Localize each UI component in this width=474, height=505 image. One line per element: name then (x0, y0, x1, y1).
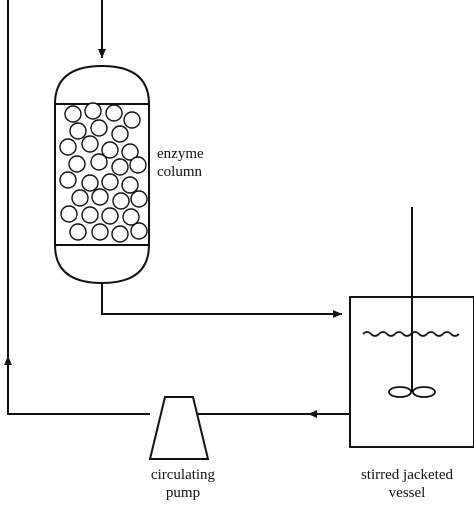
enzyme-column-label-line2: column (157, 164, 202, 180)
enzyme-bead (68, 155, 86, 173)
enzyme-bead (122, 208, 140, 226)
enzyme-bead (130, 190, 148, 208)
enzyme-bead (60, 205, 78, 223)
enzyme-bead (69, 223, 87, 241)
enzyme-bead (111, 225, 129, 243)
impeller-blade-left (388, 386, 412, 398)
enzyme-bead (90, 153, 108, 171)
circulating-pump (148, 396, 210, 460)
circulating-pump-label: circulating pump (128, 466, 238, 502)
enzyme-column-label: enzyme column (157, 145, 204, 181)
enzyme-bead (105, 104, 123, 122)
enzyme-bead (101, 207, 119, 225)
stirred-jacketed-vessel-label: stirred jacketed vessel (340, 466, 474, 502)
enzyme-column-label-line1: enzyme (157, 146, 204, 162)
enzyme-bead (121, 176, 139, 194)
enzyme-bead (123, 111, 141, 129)
enzyme-bead (64, 105, 82, 123)
enzyme-bead (81, 206, 99, 224)
enzyme-bead (84, 102, 102, 120)
circulating-pump-label-line2: pump (165, 485, 201, 501)
enzyme-bead (112, 192, 130, 210)
enzyme-bead (101, 173, 119, 191)
enzyme-bead (111, 158, 129, 176)
column-outlet-line (101, 283, 342, 318)
enzyme-bead (101, 141, 119, 159)
enzyme-bead (130, 222, 148, 240)
impeller-blade-right (412, 386, 436, 398)
enzyme-beads (59, 102, 148, 243)
enzyme-bead (121, 143, 139, 161)
enzyme-bead (59, 138, 77, 156)
recycle-return-line (7, 368, 150, 415)
enzyme-bead (91, 188, 109, 206)
enzyme-bead (129, 156, 147, 174)
vessel-label-line2: vessel (388, 485, 426, 501)
enzyme-bead (71, 189, 89, 207)
stirred-jacketed-vessel (349, 207, 474, 448)
vessel-label-line1: stirred jacketed (360, 467, 454, 483)
enzyme-bead (81, 135, 99, 153)
enzyme-bead (91, 223, 109, 241)
enzyme-bead (81, 174, 99, 192)
circulating-pump-label-line1: circulating (150, 467, 216, 483)
enzyme-bead (111, 125, 129, 143)
enzyme-column (54, 64, 150, 285)
enzyme-bead (69, 122, 87, 140)
enzyme-bead (59, 171, 77, 189)
enzyme-bead (90, 119, 108, 137)
